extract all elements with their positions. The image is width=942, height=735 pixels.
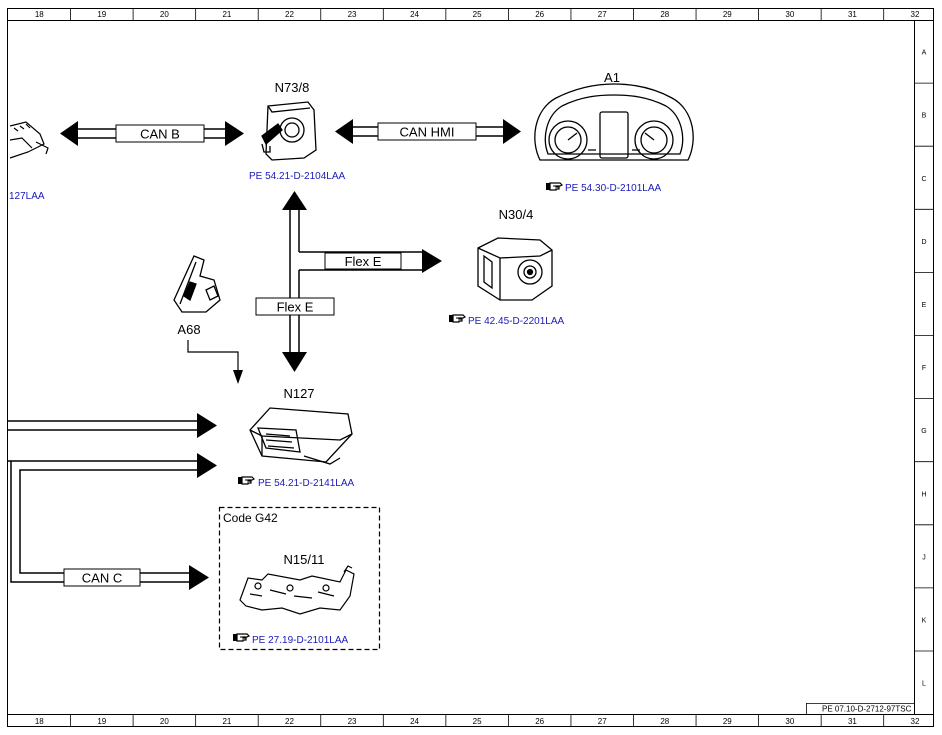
top-column-number: 27 [598, 10, 607, 19]
top-column-number: 25 [473, 10, 482, 19]
top-column-number: 29 [723, 10, 732, 19]
row-letter: B [922, 113, 927, 120]
top-column-number: 24 [410, 10, 419, 19]
can-hmi-label: CAN HMI [400, 125, 455, 140]
pointing-hand-icon [237, 476, 255, 485]
top-column-number: 21 [222, 10, 231, 19]
row-letter: F [922, 365, 926, 372]
left-partial-reference-link[interactable]: 127LAA [9, 191, 45, 202]
pointing-hand-icon [232, 633, 250, 642]
n127-label: N127 [283, 386, 314, 401]
top-column-number: 18 [35, 10, 44, 19]
n15-11-label: N15/11 [284, 552, 325, 567]
row-letter: L [922, 681, 926, 688]
abs-control-unit-icon [477, 237, 553, 301]
steering-lever-icon [173, 255, 221, 313]
bottom-column-number: 28 [660, 717, 669, 726]
drawing-code: PE 07.10-D-2712-97TSC [822, 705, 912, 714]
flex-e-vertical-bus: Flex E [255, 191, 335, 372]
top-column-number: 30 [785, 10, 794, 19]
bottom-column-number: 23 [348, 717, 357, 726]
n30-4-reference-link[interactable]: PE 42.45-D-2201LAA [468, 316, 565, 327]
arrow-right-icon [503, 119, 521, 144]
flex-e-right-label: Flex E [345, 254, 382, 269]
arrow-up-icon [282, 191, 307, 210]
left-bus-upper [8, 413, 217, 438]
row-letter: H [921, 491, 926, 498]
can-c-label: CAN C [82, 571, 122, 586]
drawing-frame [7, 8, 934, 727]
bottom-column-number: 24 [410, 717, 419, 726]
a68-signal-line [187, 340, 243, 384]
n73-8-reference-link[interactable]: PE 54.21-D-2104LAA [249, 171, 346, 182]
row-letter: J [922, 554, 926, 561]
ignition-switch-icon [261, 101, 317, 161]
arrow-down-icon [233, 370, 243, 384]
row-letter: C [921, 176, 926, 183]
bottom-column-number: 20 [160, 717, 169, 726]
code-g42-optional-box [218, 506, 381, 651]
n30-4-label: N30/4 [499, 207, 534, 222]
can-b-label: CAN B [140, 127, 180, 142]
n15-11-reference-link[interactable]: PE 27.19-D-2101LAA [252, 635, 349, 646]
top-column-number: 32 [911, 10, 920, 19]
left-partial-component-icon [9, 121, 49, 159]
a1-reference-link[interactable]: PE 54.30-D-2101LAA [565, 183, 662, 194]
pointing-hand-icon [448, 314, 466, 323]
a68-label: A68 [177, 322, 200, 337]
powertrain-control-unit-icon [249, 407, 353, 465]
arrow-right-icon [197, 453, 217, 478]
bottom-column-ruler: 18 19 20 21 22 23 24 25 26 27 28 29 30 31 32 [7, 714, 933, 727]
arrow-right-icon [422, 249, 442, 273]
row-letter: D [921, 239, 926, 246]
bottom-column-number: 29 [723, 717, 732, 726]
transmission-control-module-icon [239, 565, 355, 615]
top-column-number: 28 [660, 10, 669, 19]
right-row-ruler: A B C D E F G H J K L [914, 20, 933, 714]
top-column-number: 19 [97, 10, 106, 19]
row-letter: K [922, 617, 927, 624]
arrow-down-icon [282, 352, 307, 372]
n127-reference-link[interactable]: PE 54.21-D-2141LAA [258, 478, 355, 489]
bottom-column-number: 31 [848, 717, 857, 726]
arrow-right-icon [225, 121, 244, 146]
top-column-number: 20 [160, 10, 169, 19]
arrow-right-icon [197, 413, 217, 438]
top-column-number: 31 [848, 10, 857, 19]
arrow-left-icon [60, 121, 78, 146]
top-column-number: 26 [535, 10, 544, 19]
left-bus-lower [8, 453, 217, 583]
row-letter: G [921, 428, 926, 435]
a1-label: A1 [604, 70, 620, 85]
bottom-column-number: 25 [473, 717, 482, 726]
instrument-cluster-icon [534, 83, 694, 161]
code-g42-label: Code G42 [223, 511, 278, 525]
top-column-ruler: 18 19 20 21 22 23 24 25 26 27 28 29 30 31 32 [7, 8, 933, 21]
bottom-column-number: 26 [535, 717, 544, 726]
top-column-number: 22 [285, 10, 294, 19]
bottom-column-number: 19 [97, 717, 106, 726]
top-column-number: 23 [348, 10, 357, 19]
flex-e-down-label: Flex E [277, 300, 314, 315]
can-hmi-bus: CAN HMI [335, 119, 521, 144]
bottom-column-number: 21 [222, 717, 231, 726]
bottom-column-number: 32 [911, 717, 920, 726]
bottom-column-number: 27 [598, 717, 607, 726]
pointing-hand-icon [545, 182, 563, 191]
row-letter: E [922, 302, 927, 309]
n73-8-label: N73/8 [275, 80, 310, 95]
can-c-bus: CAN C [63, 565, 209, 590]
arrow-right-icon [189, 565, 209, 590]
bottom-column-number: 30 [785, 717, 794, 726]
can-b-bus: CAN B [60, 121, 244, 146]
bottom-column-number: 18 [35, 717, 44, 726]
row-letter: A [922, 50, 927, 57]
flex-e-right-bus: Flex E [299, 249, 442, 273]
arrow-left-icon [335, 119, 353, 144]
bottom-column-number: 22 [285, 717, 294, 726]
